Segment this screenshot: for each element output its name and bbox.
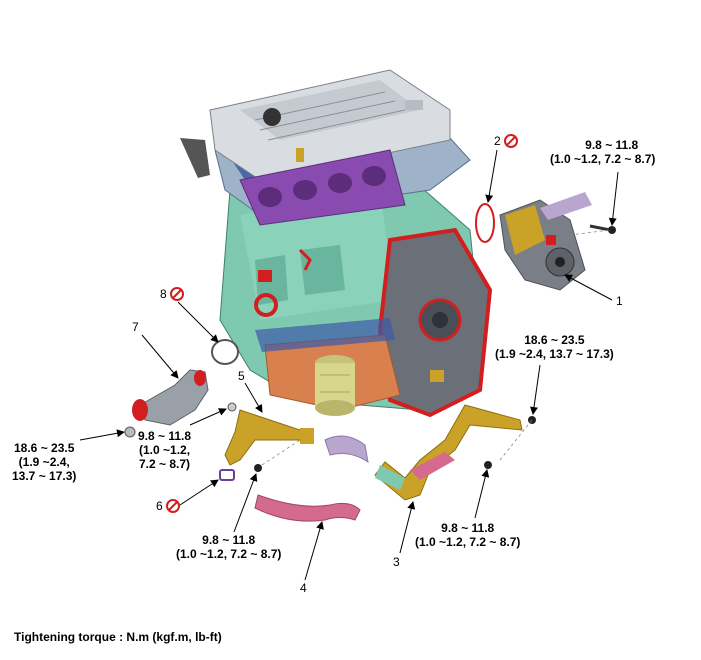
leader-lines	[79, 149, 619, 581]
inlet-o-ring	[211, 339, 239, 365]
heater-hose	[254, 494, 361, 522]
torque-value-conversion-2: 7.2 ~ 8.7)	[139, 457, 191, 471]
alignment-lines	[261, 229, 611, 466]
water-inlet-fitting	[132, 369, 209, 426]
torque-label-bottom-center: 9.8 ~ 11.8 (1.0 ~1.2, 7.2 ~ 8.7)	[176, 533, 281, 561]
part-number-2: 2	[494, 134, 501, 148]
torque-value: 9.8 ~ 11.8	[441, 521, 495, 535]
part-number-5: 5	[238, 369, 245, 383]
torque-value: 9.8 ~ 11.8	[138, 429, 192, 443]
torque-label-bottom-right: 9.8 ~ 11.8 (1.0 ~1.2, 7.2 ~ 8.7)	[415, 521, 520, 549]
part-number-8: 8	[160, 287, 167, 301]
torque-label-left: 18.6 ~ 23.5 (1.9 ~2.4, 13.7 ~ 17.3)	[12, 441, 76, 483]
water-pipe-upper	[224, 409, 314, 466]
part-number-3: 3	[393, 555, 400, 569]
water-pump-bolt	[589, 224, 616, 234]
part-number-7: 7	[132, 320, 139, 334]
torque-value-conversion: (1.0 ~1.2, 7.2 ~ 8.7)	[550, 152, 656, 166]
part-number-4: 4	[300, 581, 307, 595]
torque-value: 18.6 ~ 23.5	[14, 441, 75, 455]
oil-filter	[315, 355, 355, 416]
water-pump	[499, 192, 592, 291]
torque-value-conversion-2: 13.7 ~ 17.3)	[12, 469, 77, 483]
torque-value: 18.6 ~ 23.5	[524, 333, 585, 347]
torque-value-conversion: (1.9 ~2.4,	[18, 455, 70, 469]
washer-left	[124, 426, 136, 438]
torque-label-top-right: 9.8 ~ 11.8 (1.0 ~1.2, 7.2 ~ 8.7)	[550, 138, 655, 166]
torque-value: 9.8 ~ 11.8	[585, 138, 639, 152]
pipe-bolt-left	[254, 464, 262, 472]
torque-value-conversion: (1.0 ~1.2, 7.2 ~ 8.7)	[415, 535, 521, 549]
engine-assembly	[180, 69, 493, 418]
pipe-gasket	[219, 469, 235, 481]
torque-value-conversion: (1.0 ~1.2,	[139, 443, 191, 457]
bypass-hose	[324, 435, 369, 464]
torque-label-mid-right: 18.6 ~ 23.5 (1.9 ~2.4, 13.7 ~ 17.3)	[495, 333, 614, 361]
part-number-6: 6	[156, 499, 163, 513]
torque-label-center-left: 9.8 ~ 11.8 (1.0 ~1.2, 7.2 ~ 8.7)	[138, 429, 191, 471]
water-pump-o-ring	[475, 203, 495, 243]
part-number-1: 1	[616, 294, 623, 308]
pipe-bolt-right	[528, 416, 536, 424]
tightening-torque-legend: Tightening torque : N.m (kgf.m, lb-ft)	[14, 630, 222, 644]
washer-center	[227, 402, 237, 412]
exhaust-manifold-gasket	[239, 149, 406, 226]
no-reuse-icon	[166, 499, 180, 513]
no-reuse-icon	[170, 287, 184, 301]
no-reuse-icon	[504, 134, 518, 148]
torque-value-conversion: (1.0 ~1.2, 7.2 ~ 8.7)	[176, 547, 282, 561]
torque-value-conversion: (1.9 ~2.4, 13.7 ~ 17.3)	[495, 347, 614, 361]
water-pipe-lower	[374, 404, 523, 501]
pipe-bolt-lower-right	[484, 461, 492, 469]
torque-value: 9.8 ~ 11.8	[202, 533, 256, 547]
